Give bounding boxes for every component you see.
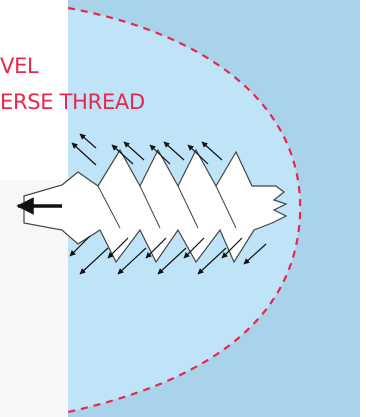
arrow-diagonal-icon <box>197 247 227 275</box>
dashed-boundary <box>67 6 302 414</box>
arrow-diagonal-icon <box>163 141 185 161</box>
arrow-diagonal-icon <box>117 247 147 275</box>
upper-arrows <box>71 133 223 166</box>
arrow-diagonal-icon <box>243 243 267 265</box>
arrow-diagonal-icon <box>111 144 134 165</box>
arrow-diagonal-icon <box>157 247 187 275</box>
arrow-diagonal-icon <box>123 141 145 161</box>
arrow-diagonal-icon <box>187 144 209 165</box>
arrow-diagonal-icon <box>149 144 171 165</box>
thread-lines <box>97 185 237 229</box>
arrow-diagonal-icon <box>183 237 205 259</box>
arrow-diagonal-icon <box>69 235 91 257</box>
lower-arrows <box>69 235 267 275</box>
arrow-diagonal-icon <box>107 237 129 259</box>
thread-line <box>215 185 237 229</box>
thread-line <box>97 185 121 229</box>
arrow-diagonal-icon <box>79 133 97 149</box>
label-line-2: ERSE THREAD <box>0 90 145 114</box>
arrow-diagonal-icon <box>71 142 97 166</box>
arrow-diagonal-icon <box>79 247 109 275</box>
arrow-diagonal-icon <box>145 237 167 259</box>
arrow-diagonal-icon <box>201 141 223 161</box>
arrow-diagonal-icon <box>221 237 243 259</box>
thread-line <box>139 185 161 229</box>
label-line-1: VEL <box>0 54 39 78</box>
thread-line <box>177 185 199 229</box>
